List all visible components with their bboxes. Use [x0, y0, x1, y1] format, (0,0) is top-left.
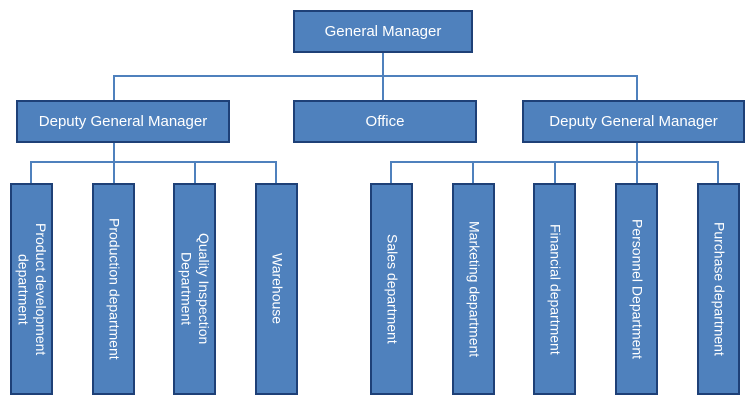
node-label: Deputy General Manager — [38, 112, 208, 130]
node-sales-department: Sales department — [370, 183, 413, 395]
node-production-department: Production department — [92, 183, 135, 395]
node-label: Sales department — [384, 234, 401, 344]
connector-drop-deputy-right — [636, 75, 638, 100]
connector-drop-product-dev — [30, 161, 32, 183]
node-purchase-department: Purchase department — [697, 183, 740, 395]
node-label: Personnel Department — [629, 218, 646, 360]
node-warehouse: Warehouse — [255, 183, 298, 395]
node-quality-inspection-department: Quality Inspection Department — [173, 183, 216, 395]
node-label: Quality Inspection Department — [178, 233, 213, 345]
connector-drop-warehouse — [275, 161, 277, 183]
node-label: Financial department — [547, 223, 564, 355]
node-label: Purchase department — [711, 222, 728, 356]
node-label: Warehouse — [269, 253, 286, 325]
connector-drop-financial — [554, 161, 556, 183]
connector-drop-sales — [390, 161, 392, 183]
node-financial-department: Financial department — [533, 183, 576, 395]
node-label: Marketing department — [466, 220, 483, 358]
connector-drop-quality — [194, 161, 196, 183]
node-label: Product development department — [15, 222, 50, 356]
connector-drop-marketing — [472, 161, 474, 183]
node-marketing-department: Marketing department — [452, 183, 495, 395]
node-general-manager: General Manager — [293, 10, 473, 53]
node-label: Production department — [106, 218, 123, 360]
connector-drop-purchase — [717, 161, 719, 183]
node-label: Deputy General Manager — [549, 112, 718, 130]
node-label: Office — [365, 112, 405, 130]
connector-left-rail — [31, 161, 277, 163]
connector-level1-rail — [113, 75, 638, 77]
node-deputy-general-manager-right: Deputy General Manager — [522, 100, 745, 143]
node-office: Office — [293, 100, 477, 143]
connector-stem-deputy-left — [113, 143, 115, 183]
node-label: General Manager — [324, 22, 442, 40]
node-product-development-department: Product development department — [10, 183, 53, 395]
connector-stem-deputy-right — [636, 143, 638, 183]
connector-drop-deputy-left — [113, 75, 115, 100]
node-deputy-general-manager-left: Deputy General Manager — [16, 100, 230, 143]
node-personnel-department: Personnel Department — [615, 183, 658, 395]
